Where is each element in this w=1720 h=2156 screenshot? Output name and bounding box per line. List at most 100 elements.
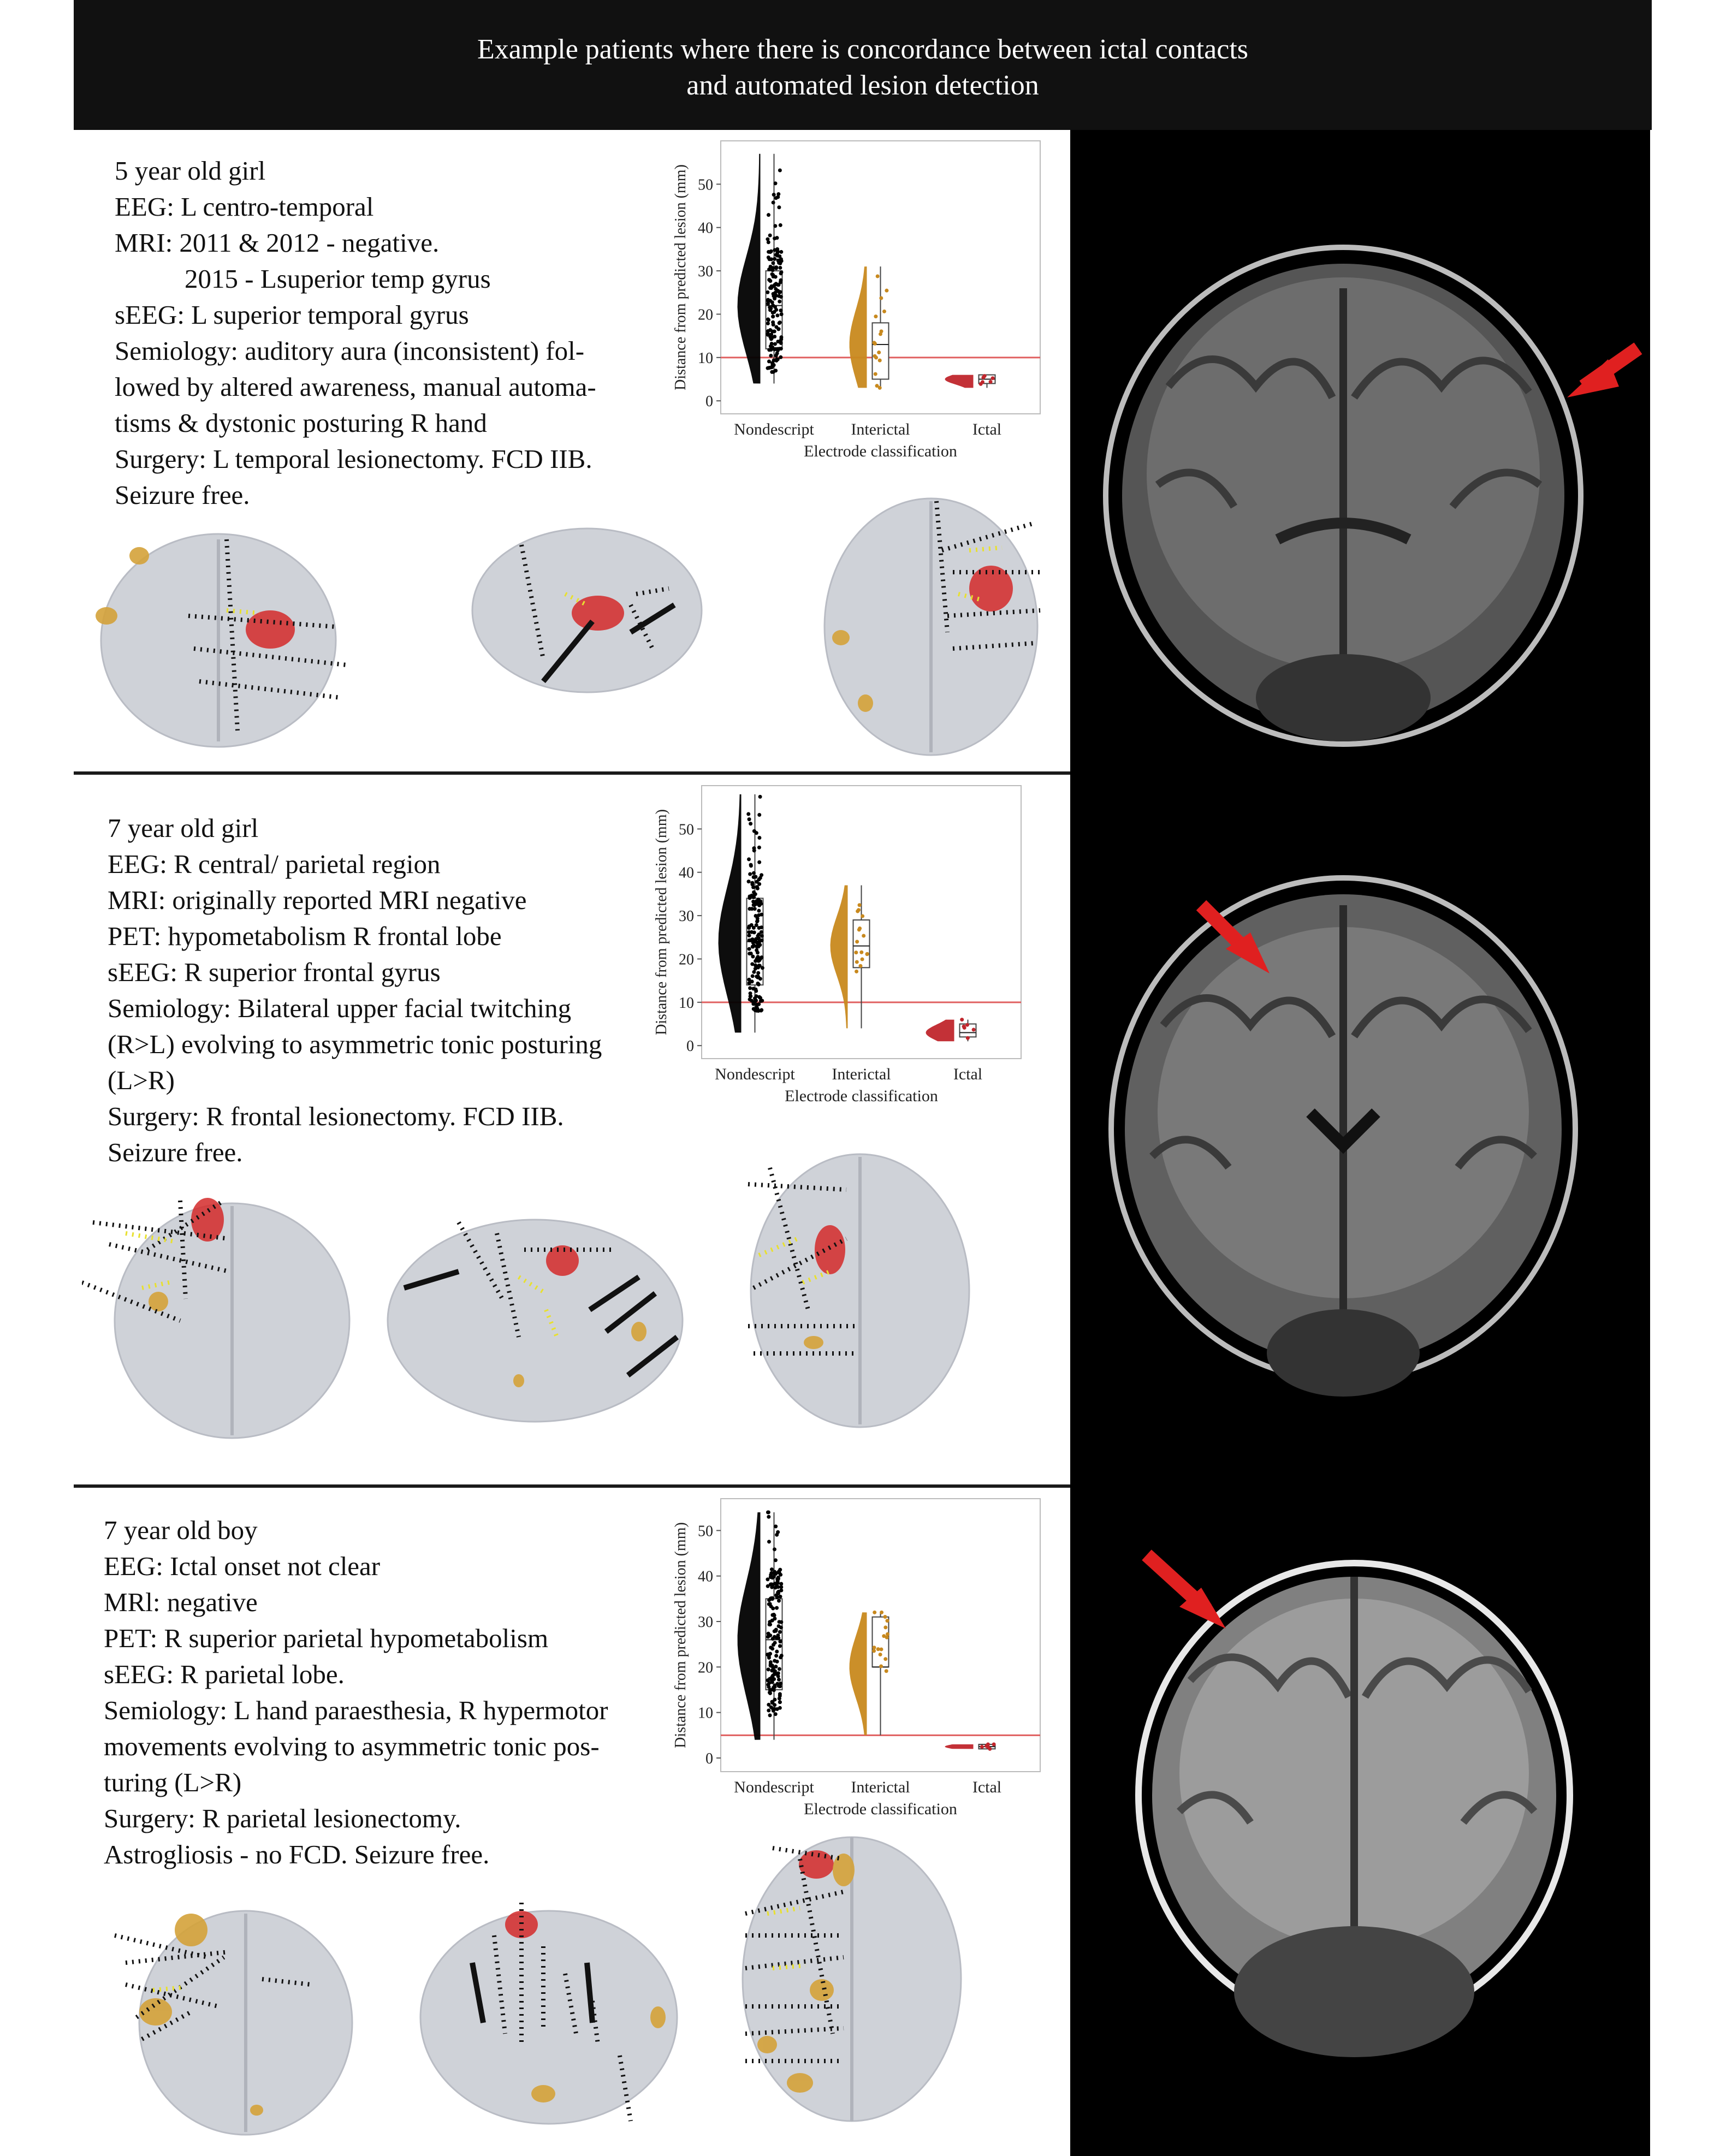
data-point [774, 369, 778, 373]
box [871, 322, 889, 380]
data-point [775, 348, 780, 353]
header-line-1: Example patients where there is concorda… [477, 34, 1249, 65]
y-tick-label: 50 [698, 1523, 713, 1540]
data-point [857, 903, 862, 907]
data-point [755, 1005, 759, 1009]
y-axis-label: Distance from predicted lesion (mm) [672, 164, 689, 390]
data-point [778, 1706, 782, 1710]
data-point [859, 950, 864, 954]
violin-shape [849, 1612, 867, 1736]
data-point [774, 1571, 778, 1576]
data-point [753, 892, 757, 896]
data-point [778, 290, 782, 294]
brain-rendering-top [823, 497, 1041, 756]
data-point [772, 1547, 776, 1552]
data-point [777, 1569, 781, 1573]
data-point [779, 355, 783, 359]
text-line: Astrogliosis - no FCD. Seizure free. [104, 1839, 490, 1869]
data-point [770, 268, 775, 272]
data-point [771, 1708, 775, 1713]
violin-shape [737, 153, 761, 384]
text-line: Surgery: L temporal lesionectomy. FCD II… [115, 444, 592, 474]
data-point [960, 1018, 964, 1022]
data-point [779, 1655, 783, 1660]
data-point [749, 822, 753, 826]
data-point [885, 1619, 889, 1623]
mri-coronal-2 [1108, 875, 1578, 1397]
data-point [854, 951, 858, 955]
data-point [885, 1635, 889, 1640]
data-point [751, 941, 755, 945]
data-point [753, 963, 757, 967]
data-point [755, 945, 759, 949]
data-point [768, 328, 773, 332]
data-point [766, 1635, 770, 1639]
data-point [778, 320, 782, 325]
data-point [754, 875, 758, 879]
data-point [778, 1644, 782, 1648]
y-tick-label: 40 [698, 220, 713, 237]
data-point [754, 959, 758, 963]
data-point [766, 237, 770, 241]
data-point [883, 1614, 887, 1619]
y-tick-label: 20 [679, 951, 694, 968]
data-point [760, 912, 764, 917]
y-tick-label: 10 [679, 995, 694, 1012]
data-point [775, 1606, 779, 1610]
data-point [775, 1649, 779, 1654]
data-point [767, 1652, 771, 1656]
data-point [767, 1655, 771, 1660]
data-point [773, 181, 778, 186]
text-line: 2015 - Lsuperior temp gyrus [185, 264, 491, 294]
brain-rendering-top [748, 1153, 970, 1428]
data-point [752, 895, 756, 899]
data-point [770, 1585, 774, 1589]
data-point [767, 1598, 772, 1602]
text-line: PET: R superior parietal hypometabolism [104, 1623, 549, 1653]
text-line: Seizure free. [108, 1137, 243, 1167]
data-point [766, 240, 770, 245]
data-point [879, 1664, 883, 1668]
data-point [750, 945, 755, 949]
brain-rendering-side [419, 1903, 678, 2125]
y-axis-label: Distance from predicted lesion (mm) [672, 1522, 689, 1748]
text-line: lowed by altered awareness, manual autom… [115, 372, 596, 402]
x-tick-label: Interictal [832, 1065, 891, 1083]
data-point [778, 1640, 782, 1644]
data-point [882, 1634, 886, 1638]
violin-shape [945, 375, 974, 388]
data-point [772, 193, 776, 197]
text-line: EEG: Ictal onset not clear [104, 1551, 381, 1581]
data-point [757, 835, 762, 840]
data-point [770, 1647, 775, 1651]
data-point [750, 882, 755, 887]
data-point [779, 1582, 784, 1586]
x-tick-label: Interictal [851, 1778, 910, 1796]
data-point [755, 948, 759, 952]
y-tick-label: 0 [686, 1038, 694, 1055]
data-point [980, 1745, 984, 1749]
data-point [771, 261, 775, 265]
x-axis-label: Electrode classification [785, 1087, 938, 1105]
data-point [750, 937, 755, 941]
data-point [751, 899, 756, 904]
patient-1-description: 5 year old girl EEG: L centro-temporal M… [115, 153, 596, 513]
data-point [986, 1742, 990, 1747]
data-point [772, 363, 776, 367]
data-point [872, 341, 876, 345]
data-point [768, 233, 772, 237]
data-point [767, 213, 771, 217]
data-point [873, 372, 877, 376]
data-point [757, 932, 761, 936]
data-point [768, 1688, 772, 1692]
data-point [752, 970, 756, 974]
data-point [755, 886, 760, 890]
data-point [775, 253, 780, 258]
data-point [766, 321, 770, 325]
data-point [778, 223, 782, 227]
data-point [767, 267, 772, 271]
data-point [754, 937, 758, 941]
data-point [767, 1680, 772, 1685]
data-point [770, 272, 774, 276]
